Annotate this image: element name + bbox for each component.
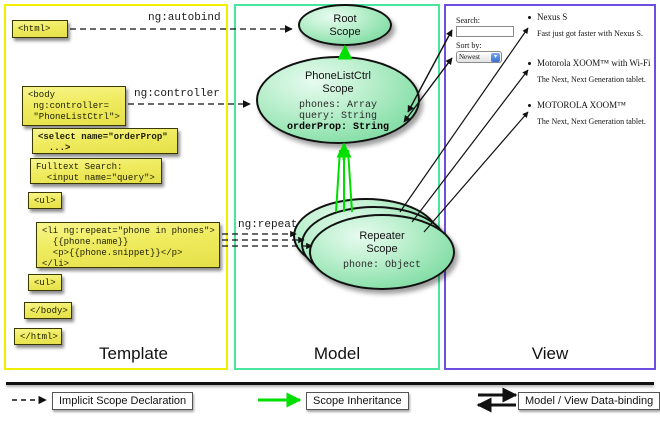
scope-repeater-properties: phone: Object [311, 260, 453, 271]
legend-item-scope-inheritance: Scope Inheritance [306, 392, 409, 410]
view-sort-label: Sort by: [456, 41, 482, 50]
scope-phonelistctrl-title-2: Scope [322, 83, 354, 95]
bullet-icon [528, 16, 531, 19]
scope-phonelistctrl-properties: phones: Array query: String orderProp: S… [258, 100, 418, 133]
code-box-ul-open: <ul> [28, 192, 62, 209]
view-phone-name: Nexus S [528, 12, 643, 22]
view-phone-item-1[interactable]: Motorola XOOM™ with Wi-Fi The Next, Next… [528, 58, 651, 84]
code-box-li-repeat: <li ng:repeat="phone in phones"> {{phone… [36, 222, 220, 269]
code-box-body-open: <body ng:controller= "PhoneListCtrl"> [22, 86, 126, 126]
search-input[interactable] [456, 26, 514, 37]
scope-property-query: query: String [298, 111, 377, 122]
edge-label-ng-autobind: ng:autobind [148, 12, 221, 24]
sort-by-selected-value: Newest [459, 53, 480, 61]
code-box-search-input: Fulltext Search: <input name="query"> [30, 158, 162, 184]
panel-template-label: Template [99, 344, 168, 363]
legend-item-model-view-data-binding: Model / View Data-binding [518, 392, 660, 410]
scope-repeater: Repeater Scope phone: Object [309, 214, 455, 290]
edge-label-ng-repeat: ng:repeat [238, 219, 298, 231]
legend-item-implicit-scope-declaration: Implicit Scope Declaration [52, 392, 194, 410]
scope-phonelistctrl-title-1: PhoneListCtrl [304, 70, 372, 82]
scope-phonelistctrl: PhoneListCtrl Scope phones: Array query:… [256, 56, 420, 144]
scope-repeater-title-2: Scope [366, 243, 398, 255]
legend-divider [6, 382, 654, 385]
view-phone-snippet: The Next, Next Generation tablet. [537, 75, 646, 84]
sort-by-select[interactable]: Newest ▾ [456, 51, 502, 63]
view-phone-item-0[interactable]: Nexus S Fast just got faster with Nexus … [528, 12, 643, 38]
view-phone-item-2[interactable]: MOTOROLA XOOM™ The Next, Next Generation… [528, 100, 646, 126]
bullet-icon [528, 104, 531, 107]
scope-property-phone: phone: Object [342, 260, 421, 271]
scope-repeater-title-1: Repeater [359, 230, 405, 242]
panel-model-label: Model [313, 344, 361, 363]
chevron-down-icon: ▾ [491, 53, 500, 62]
view-phone-name: MOTOROLA XOOM™ [528, 100, 646, 110]
panel-view-label: View [531, 344, 569, 363]
scope-property-phones: phones: Array [298, 100, 377, 111]
code-box-ul-close: <ul> [28, 274, 62, 291]
scope-property-orderprop: orderProp: String [286, 122, 390, 133]
code-box-html-open: <html> [12, 20, 68, 38]
view-phone-snippet: Fast just got faster with Nexus S. [537, 29, 643, 38]
code-box-body-close: </body> [24, 302, 72, 319]
scope-root: Root Scope [298, 4, 392, 46]
bullet-icon [528, 62, 531, 65]
view-phone-snippet: The Next, Next Generation tablet. [537, 117, 646, 126]
view-phone-name: Motorola XOOM™ with Wi-Fi [528, 58, 651, 68]
code-box-html-close: </html> [14, 328, 62, 345]
code-box-select-tag: <select name="orderProp" ...> [32, 128, 178, 154]
view-search-label: Search: [456, 16, 480, 25]
edge-label-ng-controller: ng:controller [134, 88, 220, 100]
scope-root-title-2: Scope [329, 26, 361, 38]
scope-root-title-1: Root [333, 13, 357, 25]
